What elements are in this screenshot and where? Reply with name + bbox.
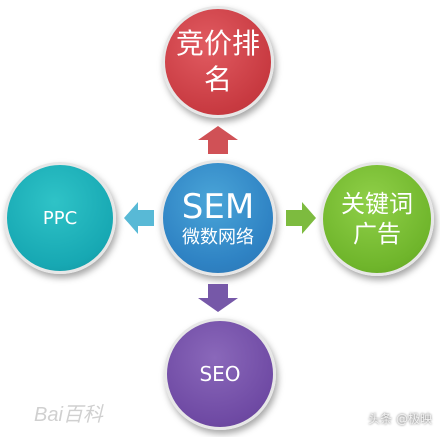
node-keyword-ads-line1: 关键词 [341,190,413,218]
node-keyword-ads-line2: 广告 [353,220,401,248]
node-seo: SEO [164,318,276,430]
node-ppc-label: PPC [42,207,78,229]
arrow-right-icon [286,202,316,234]
node-bidding-ranking: 竞价排 名 [162,6,274,118]
arrow-down-icon [198,284,238,312]
node-keyword-ads: 关键词 广告 [320,162,434,276]
node-sem-subtitle: 微数网络 [182,226,254,248]
toutiao-credit: 头条 @极映 [368,412,432,426]
node-bidding-ranking-line1: 竞价排 [175,27,260,60]
node-seo-label: SEO [199,362,241,386]
arrow-up-icon [198,126,238,154]
node-sem-title: SEM [181,186,255,227]
arrow-left-icon [124,202,154,234]
node-bidding-ranking-line2: 名 [203,63,232,96]
node-ppc: PPC [4,162,116,274]
node-sem: SEM 微数网络 [160,160,276,276]
baidu-watermark: Bai百科 [34,404,103,426]
